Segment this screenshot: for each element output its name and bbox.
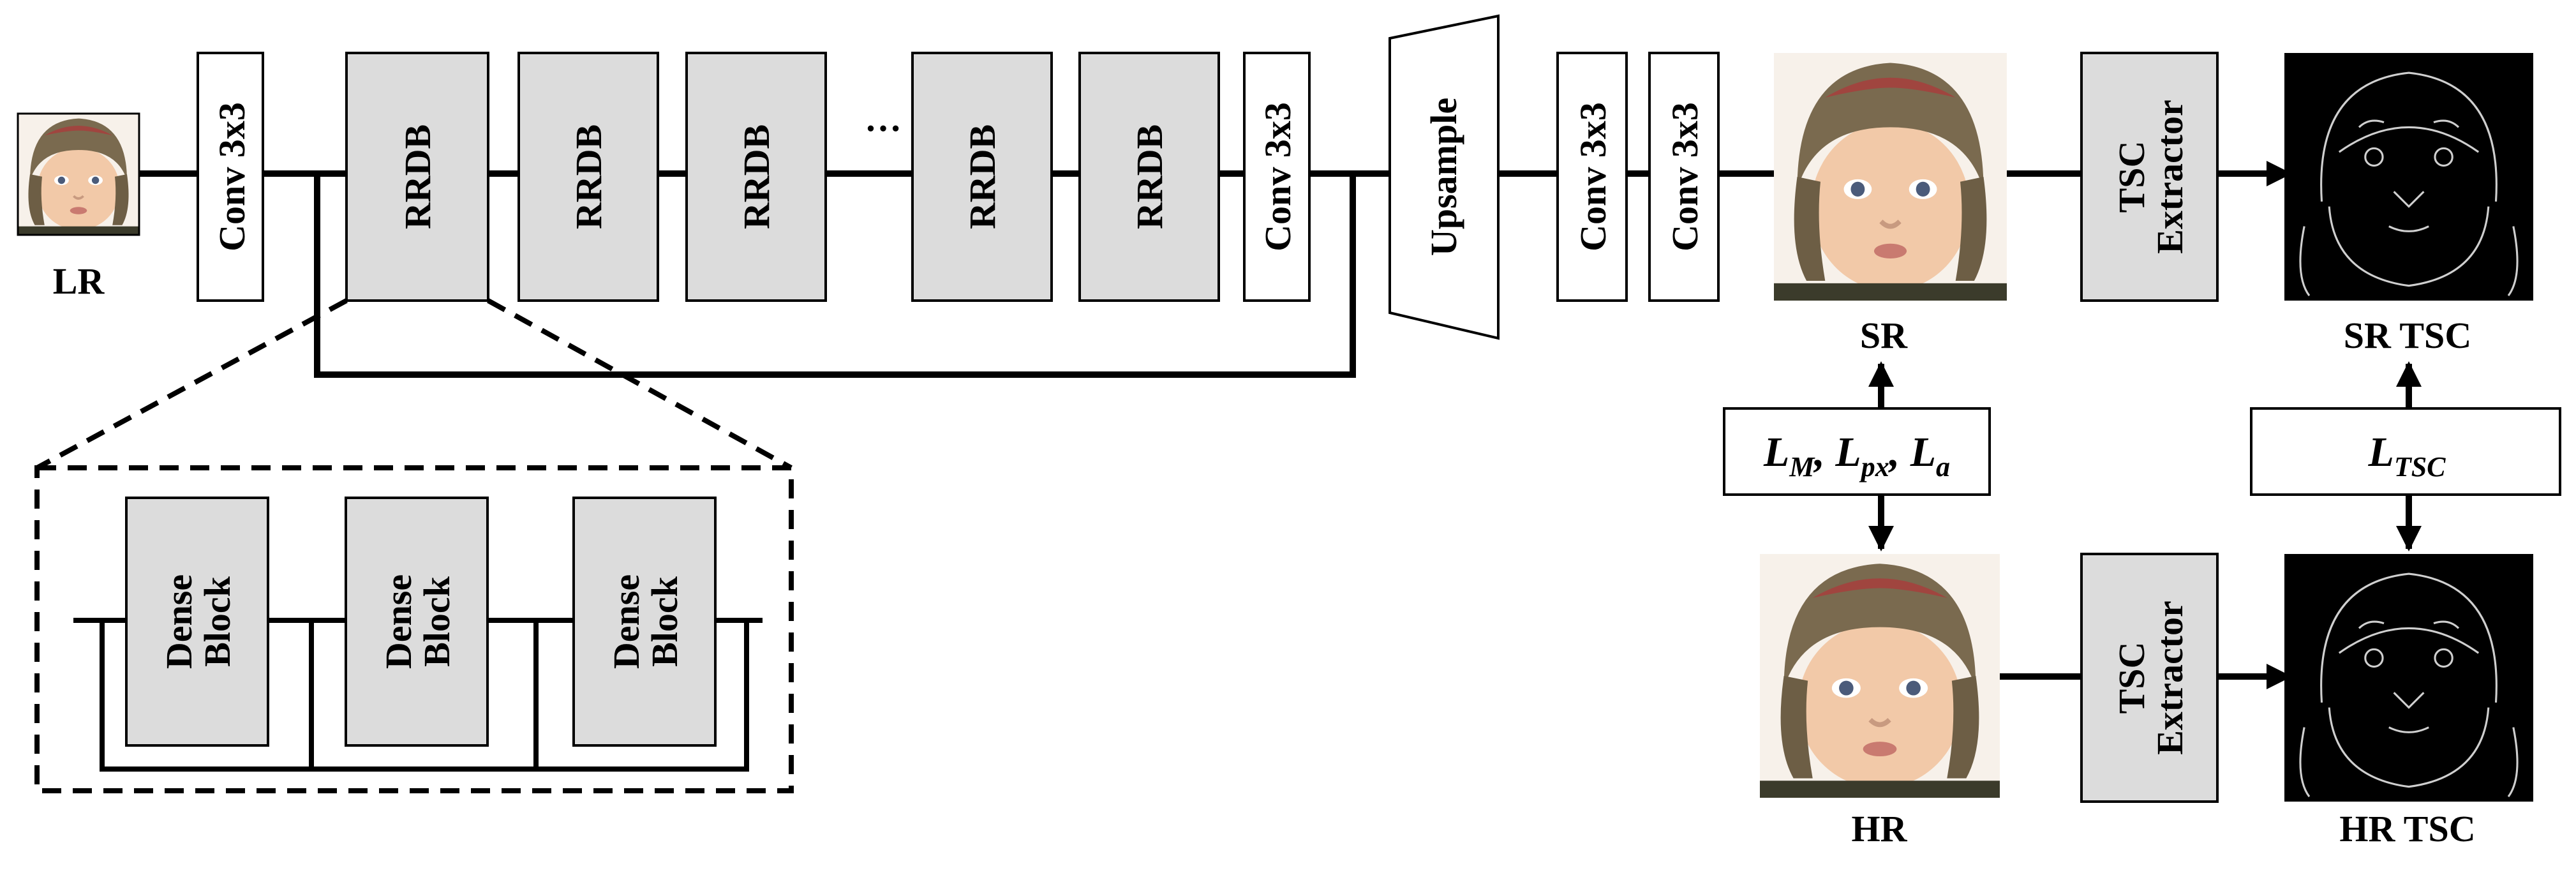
conv-mid-label: Conv 3x3 bbox=[1257, 102, 1299, 251]
sr-image bbox=[1774, 53, 2007, 301]
rrdb-block: RRDB bbox=[1078, 52, 1220, 302]
dense-block-line2: Block bbox=[416, 576, 458, 667]
hr-tsc-label: HR TSC bbox=[2339, 808, 2475, 849]
rrdb-detail-panel: Dense Block Dense Block Dense Block bbox=[34, 465, 794, 793]
zoom-lines bbox=[36, 298, 793, 470]
sr-label: SR bbox=[1860, 315, 1908, 356]
dense-block-line1: Dense bbox=[606, 574, 647, 669]
rrdb-label: RRDB bbox=[962, 124, 1003, 229]
dense-block-line2: Block bbox=[644, 576, 685, 667]
conv-in-block: Conv 3x3 bbox=[197, 52, 264, 302]
rrdb-block: RRDB bbox=[345, 52, 489, 302]
sr-tsc-label: SR TSC bbox=[2344, 315, 2471, 356]
rrdb-label: RRDB bbox=[568, 124, 609, 229]
tsc-extractor-label: Extractor bbox=[2149, 100, 2191, 254]
pixel-loss-box: LM, Lpx, La bbox=[1723, 407, 1991, 496]
upsample-label: Upsample bbox=[1423, 98, 1464, 256]
sr-tsc-image bbox=[2283, 52, 2535, 302]
tsc-loss-box: LTSC bbox=[2250, 407, 2561, 496]
dense-block-line1: Dense bbox=[158, 574, 200, 669]
conv-out-label: Conv 3x3 bbox=[1664, 102, 1706, 251]
rrdb-label: RRDB bbox=[736, 124, 777, 229]
lr-image bbox=[17, 112, 140, 236]
dense-block: Dense Block bbox=[345, 497, 489, 747]
hr-image bbox=[1760, 554, 2000, 798]
pixel-loss-text: LM, Lpx, La bbox=[1763, 429, 1950, 482]
rrdb-label: RRDB bbox=[1129, 124, 1170, 229]
tsc-line1: TSC bbox=[2111, 642, 2152, 714]
upsample-block: Upsample bbox=[1389, 14, 1500, 340]
dense-block-line2: Block bbox=[197, 576, 238, 667]
rrdb-block: RRDB bbox=[517, 52, 659, 302]
tsc-extractor-block: TSC Extractor bbox=[2080, 553, 2219, 803]
conv-in-label: Conv 3x3 bbox=[211, 102, 253, 251]
tsc-line2: Extractor bbox=[2149, 601, 2191, 755]
conv-out-label: Conv 3x3 bbox=[1572, 102, 1614, 251]
hr-label: HR bbox=[1852, 808, 1908, 849]
conv-out-block: Conv 3x3 bbox=[1556, 52, 1628, 302]
tsc-extractor-label: TSC bbox=[2111, 141, 2152, 213]
rrdb-label: RRDB bbox=[397, 124, 438, 229]
tsc-loss-text: LTSC bbox=[2367, 429, 2446, 482]
tsc-line2: Extractor bbox=[2149, 100, 2191, 254]
conv-mid-block: Conv 3x3 bbox=[1243, 52, 1311, 302]
rrdb-block: RRDB bbox=[911, 52, 1053, 302]
lr-label: LR bbox=[53, 260, 105, 302]
tsc-line1: TSC bbox=[2111, 141, 2152, 213]
tsc-extractor-label: Extractor bbox=[2149, 601, 2191, 755]
dense-block: Dense Block bbox=[572, 497, 717, 747]
ellipsis: … bbox=[865, 98, 902, 139]
tsc-extractor-block: TSC Extractor bbox=[2080, 52, 2219, 302]
dense-block: Dense Block bbox=[125, 497, 269, 747]
rrdb-block: RRDB bbox=[685, 52, 827, 302]
conv-out-block: Conv 3x3 bbox=[1648, 52, 1720, 302]
tsc-extractor-label: TSC bbox=[2111, 642, 2152, 714]
hr-tsc-image bbox=[2283, 553, 2535, 803]
dense-block-line1: Dense bbox=[378, 574, 419, 669]
